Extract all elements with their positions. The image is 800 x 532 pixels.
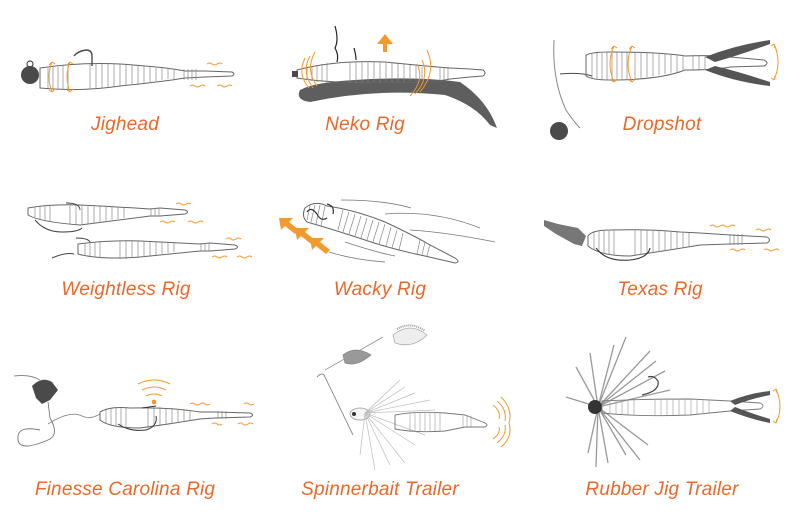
rig-cell-jighead: Jighead bbox=[0, 0, 265, 160]
rig-label-weightless: Weightless Rig bbox=[61, 279, 191, 300]
rig-cell-rubber-jig: Rubber Jig Trailer bbox=[530, 315, 800, 532]
carolina-rig-worm-icon bbox=[13, 375, 255, 447]
neko-rig-worm-icon bbox=[292, 25, 497, 128]
rig-label-spinnerbait: Spinnerbait Trailer bbox=[301, 479, 459, 500]
rig-label-wacky: Wacky Rig bbox=[333, 279, 427, 300]
rig-cell-spinnerbait: Spinnerbait Trailer bbox=[265, 315, 535, 532]
rig-cell-texas: Texas Rig bbox=[530, 170, 800, 320]
rig-label-neko: Neko Rig bbox=[325, 114, 405, 135]
rubber-jig-icon bbox=[565, 336, 781, 468]
rig-label-texas: Texas Rig bbox=[617, 279, 703, 300]
rig-cell-dropshot: Dropshot bbox=[530, 0, 800, 160]
weightless-worm-icon bbox=[27, 202, 253, 259]
rig-cell-weightless: Weightless Rig bbox=[0, 170, 265, 320]
rig-label-jighead: Jighead bbox=[91, 114, 159, 135]
rig-cell-finesse-carolina: Finesse Carolina Rig bbox=[0, 340, 265, 532]
jighead-worm-icon bbox=[21, 49, 235, 93]
rig-cell-neko: Neko Rig bbox=[265, 0, 535, 160]
texas-rig-worm-icon bbox=[544, 220, 780, 261]
rig-label-dropshot: Dropshot bbox=[622, 114, 702, 135]
dropshot-worm-icon bbox=[550, 39, 779, 140]
rig-cell-wacky: Wacky Rig bbox=[265, 170, 535, 320]
wacky-rig-worm-icon bbox=[279, 199, 496, 264]
rig-label-finesse-carolina: Finesse Carolina Rig bbox=[34, 479, 216, 500]
spinnerbait-icon bbox=[316, 324, 511, 471]
rig-label-rubber-jig: Rubber Jig Trailer bbox=[585, 479, 739, 500]
